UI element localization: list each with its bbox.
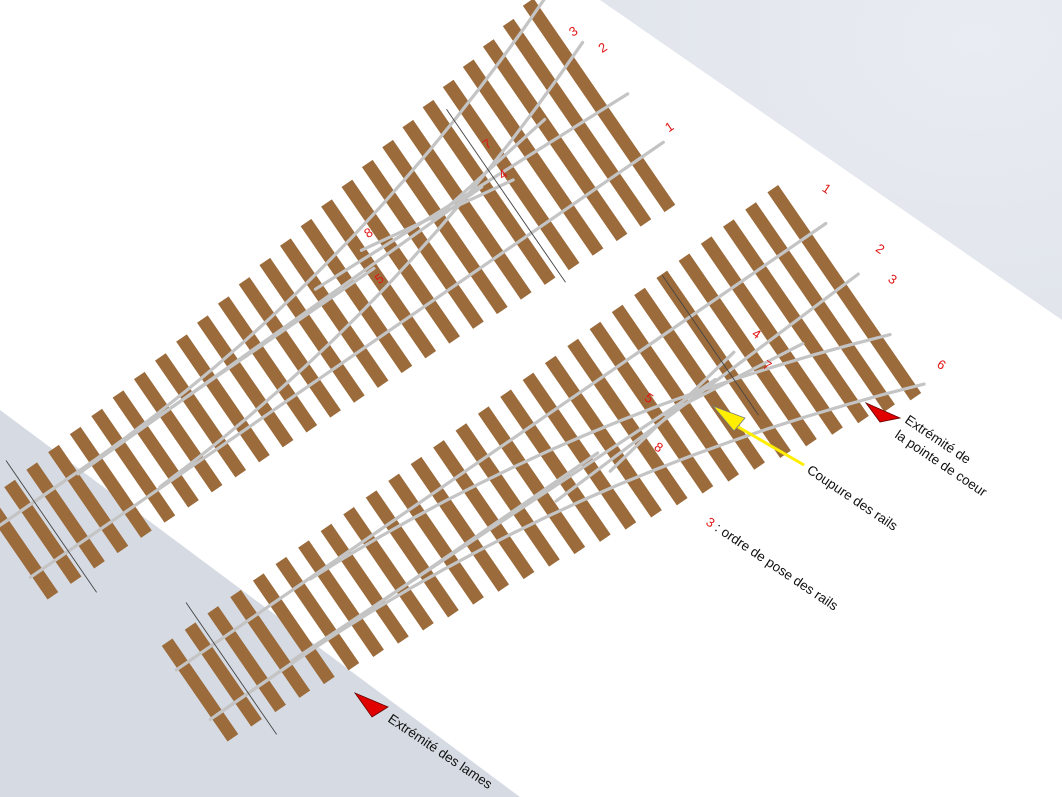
sleeper: [634, 287, 765, 470]
sleeper: [69, 426, 152, 538]
sleeper: [477, 406, 586, 555]
rail: [158, 40, 585, 489]
sleeper: [197, 315, 294, 448]
upper-rails: [0, 0, 665, 579]
sleeper: [259, 257, 365, 403]
sleeper: [365, 490, 459, 618]
sleeper: [502, 18, 652, 227]
sleeper: [298, 540, 384, 657]
legend: 3 : ordre de pose des rails: [703, 514, 841, 614]
sleeper: [522, 0, 676, 213]
sleeper: [567, 338, 688, 506]
rail-order-number: 1: [662, 119, 676, 135]
sleeper: [410, 456, 510, 592]
sleeper: [767, 185, 922, 401]
blade-end-arrow: [353, 692, 389, 718]
sleeper: [48, 444, 129, 554]
upper-marker-lines: [5, 109, 566, 593]
marker-line: [446, 109, 566, 283]
rail-order-number: 2: [595, 39, 609, 55]
sleeper: [280, 238, 389, 388]
sleeper: [382, 139, 508, 315]
sleeper: [26, 462, 105, 569]
sleeper: [4, 479, 82, 584]
sleeper: [433, 440, 535, 580]
rail: [215, 382, 926, 717]
sleeper: [176, 334, 270, 463]
rail: [554, 272, 860, 503]
rail-order-number: 4: [749, 326, 763, 342]
blade-end-label: Extrémité des lames: [385, 711, 495, 792]
frog-point-arrow: [864, 402, 902, 423]
sleeper: [155, 353, 247, 478]
rail: [290, 377, 718, 663]
sleeper: [611, 304, 740, 482]
rail-order-number: 6: [934, 356, 948, 372]
sleeper: [300, 218, 413, 374]
marker-line: [185, 602, 277, 735]
sleeper: [745, 202, 895, 412]
legend-text: : ordre de pose des rails: [712, 520, 841, 614]
rail: [28, 140, 665, 579]
lower-rails: [174, 221, 926, 721]
sleeper: [0, 507, 59, 600]
sleeper: [275, 556, 360, 671]
lower-marker-lines: [185, 274, 759, 735]
rail-cut-arrow: [711, 405, 805, 467]
sleeper: [207, 606, 286, 713]
sleeper: [230, 589, 311, 698]
sleeper: [217, 296, 318, 433]
sleeper: [500, 389, 611, 542]
rail-cut-label: Coupure des rails: [804, 462, 900, 534]
rail-order-number: 2: [873, 241, 887, 257]
sleeper: [678, 253, 817, 447]
sleeper: [320, 523, 409, 644]
rail: [174, 221, 828, 672]
rail-order-number: 1: [820, 180, 834, 196]
sleeper: [112, 390, 199, 508]
upper-turnout: 63217485: [0, 0, 676, 600]
rail: [76, 185, 484, 476]
sleeper: [91, 408, 176, 523]
sleeper: [522, 372, 637, 530]
sleeper: [700, 236, 843, 435]
sleeper: [161, 638, 239, 742]
sleeper: [341, 179, 460, 344]
marker-line: [661, 274, 759, 416]
marker-line: [5, 460, 97, 593]
sleeper: [388, 473, 484, 605]
rail: [1, 0, 546, 525]
sleeper: [544, 355, 662, 518]
sleeper: [252, 573, 335, 685]
sleeper: [238, 277, 341, 418]
rail: [313, 92, 630, 291]
rail-order-number: 3: [566, 23, 580, 39]
sleeper: [321, 199, 437, 359]
sleeper: [184, 622, 262, 727]
sleeper: [442, 79, 580, 271]
sleeper: [455, 423, 560, 567]
rail-order-number: 3: [885, 271, 899, 287]
sleeper: [133, 371, 223, 493]
sleeper: [462, 59, 604, 256]
sleeper: [343, 507, 434, 631]
rail: [308, 333, 892, 581]
